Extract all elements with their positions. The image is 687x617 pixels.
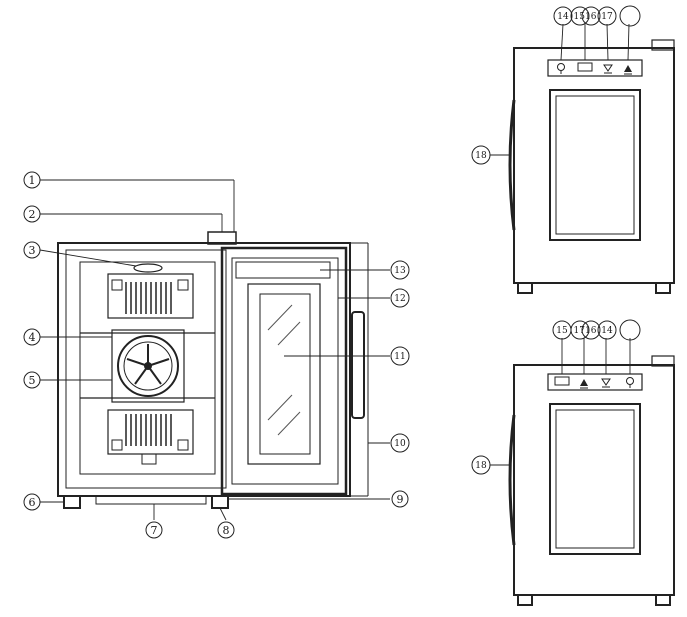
closed-cooler-bottom: 15 1716 14 18: [471, 319, 675, 606]
svg-text:18: 18: [475, 151, 487, 161]
callout-3: 3: [23, 241, 41, 259]
svg-text:10: 10: [394, 439, 406, 449]
open-cooler-view: [57, 231, 369, 509]
svg-text:8: 8: [223, 524, 230, 537]
top-marker-14: 14: [553, 6, 573, 26]
door-handle: [351, 311, 365, 419]
callout-1: 1: [23, 171, 41, 189]
callout-12: 12: [390, 288, 410, 308]
svg-text:4: 4: [29, 331, 36, 344]
display-icon: [577, 62, 593, 72]
svg-text:15: 15: [556, 326, 568, 336]
down-arrow-icon: [601, 378, 611, 388]
callout-4: 4: [23, 328, 41, 346]
callout-10: 10: [390, 433, 410, 453]
top-knob: [651, 39, 675, 51]
callout-2: 2: [23, 205, 41, 223]
top-marker-blank: [619, 5, 641, 27]
bulb-icon: [626, 377, 634, 388]
svg-text:2: 2: [29, 208, 36, 221]
door-gasket: [235, 261, 331, 279]
door-window: [549, 403, 641, 555]
svg-text:13: 13: [394, 266, 406, 276]
up-arrow-icon: [624, 65, 632, 75]
callout-9: 9: [391, 490, 409, 508]
svg-text:3: 3: [29, 244, 36, 257]
callout-8: 8: [217, 521, 235, 539]
door-window: [549, 89, 641, 241]
bottom-side-marker-18: 18: [471, 455, 491, 475]
svg-text:7: 7: [151, 524, 158, 537]
closed-cooler-top: 14 1516 17 18: [471, 5, 675, 294]
callout-6: 6: [23, 493, 41, 511]
display-icon: [554, 376, 570, 386]
door-glass: [259, 293, 311, 455]
down-arrow-icon: [603, 64, 613, 74]
upper-heatsink: [107, 273, 194, 319]
svg-text:17: 17: [601, 12, 613, 22]
top-marker-17: 17: [597, 6, 617, 26]
svg-text:1: 1: [29, 174, 36, 187]
up-arrow-icon: [580, 379, 588, 389]
svg-text:1516: 1516: [574, 12, 597, 22]
bottom-marker-17-16: 1716: [570, 320, 601, 340]
top-knob: [651, 355, 675, 367]
bulb-icon: [557, 63, 565, 74]
svg-text:6: 6: [29, 496, 36, 509]
callout-5: 5: [23, 371, 41, 389]
callout-11: 11: [390, 346, 410, 366]
callout-7: 7: [145, 521, 163, 539]
callout-13: 13: [390, 260, 410, 280]
bottom-marker-14: 14: [597, 320, 617, 340]
control-panel: [547, 373, 643, 391]
side-handle: [508, 414, 516, 546]
foot-right: [655, 594, 671, 606]
top-side-marker-18: 18: [471, 145, 491, 165]
foot-left: [517, 594, 533, 606]
open-door: [220, 246, 365, 496]
svg-text:11: 11: [394, 352, 405, 362]
bottom-marker-blank: [619, 319, 641, 341]
svg-text:14: 14: [557, 12, 569, 22]
side-handle: [508, 99, 516, 231]
fan: [111, 329, 185, 403]
foot-right: [655, 282, 671, 294]
front-callouts: 1 2 3 4 5 6 7 8 9 10 11 12 13: [23, 171, 410, 539]
foot-left: [63, 495, 81, 509]
foot-left: [517, 282, 533, 294]
interior-light: [133, 263, 163, 273]
svg-text:5: 5: [29, 374, 36, 387]
leader-lines: [39, 179, 390, 521]
bottom-marker-15: 15: [552, 320, 572, 340]
svg-text:12: 12: [394, 294, 405, 304]
lower-heatsink: [107, 409, 194, 465]
svg-text:14: 14: [601, 326, 613, 336]
foot-right: [211, 495, 229, 509]
top-marker-15-16: 1516: [570, 6, 601, 26]
drip-tray: [95, 495, 207, 505]
svg-text:18: 18: [475, 461, 487, 471]
control-panel: [547, 59, 643, 77]
svg-text:9: 9: [397, 493, 404, 506]
svg-text:1716: 1716: [574, 326, 597, 336]
